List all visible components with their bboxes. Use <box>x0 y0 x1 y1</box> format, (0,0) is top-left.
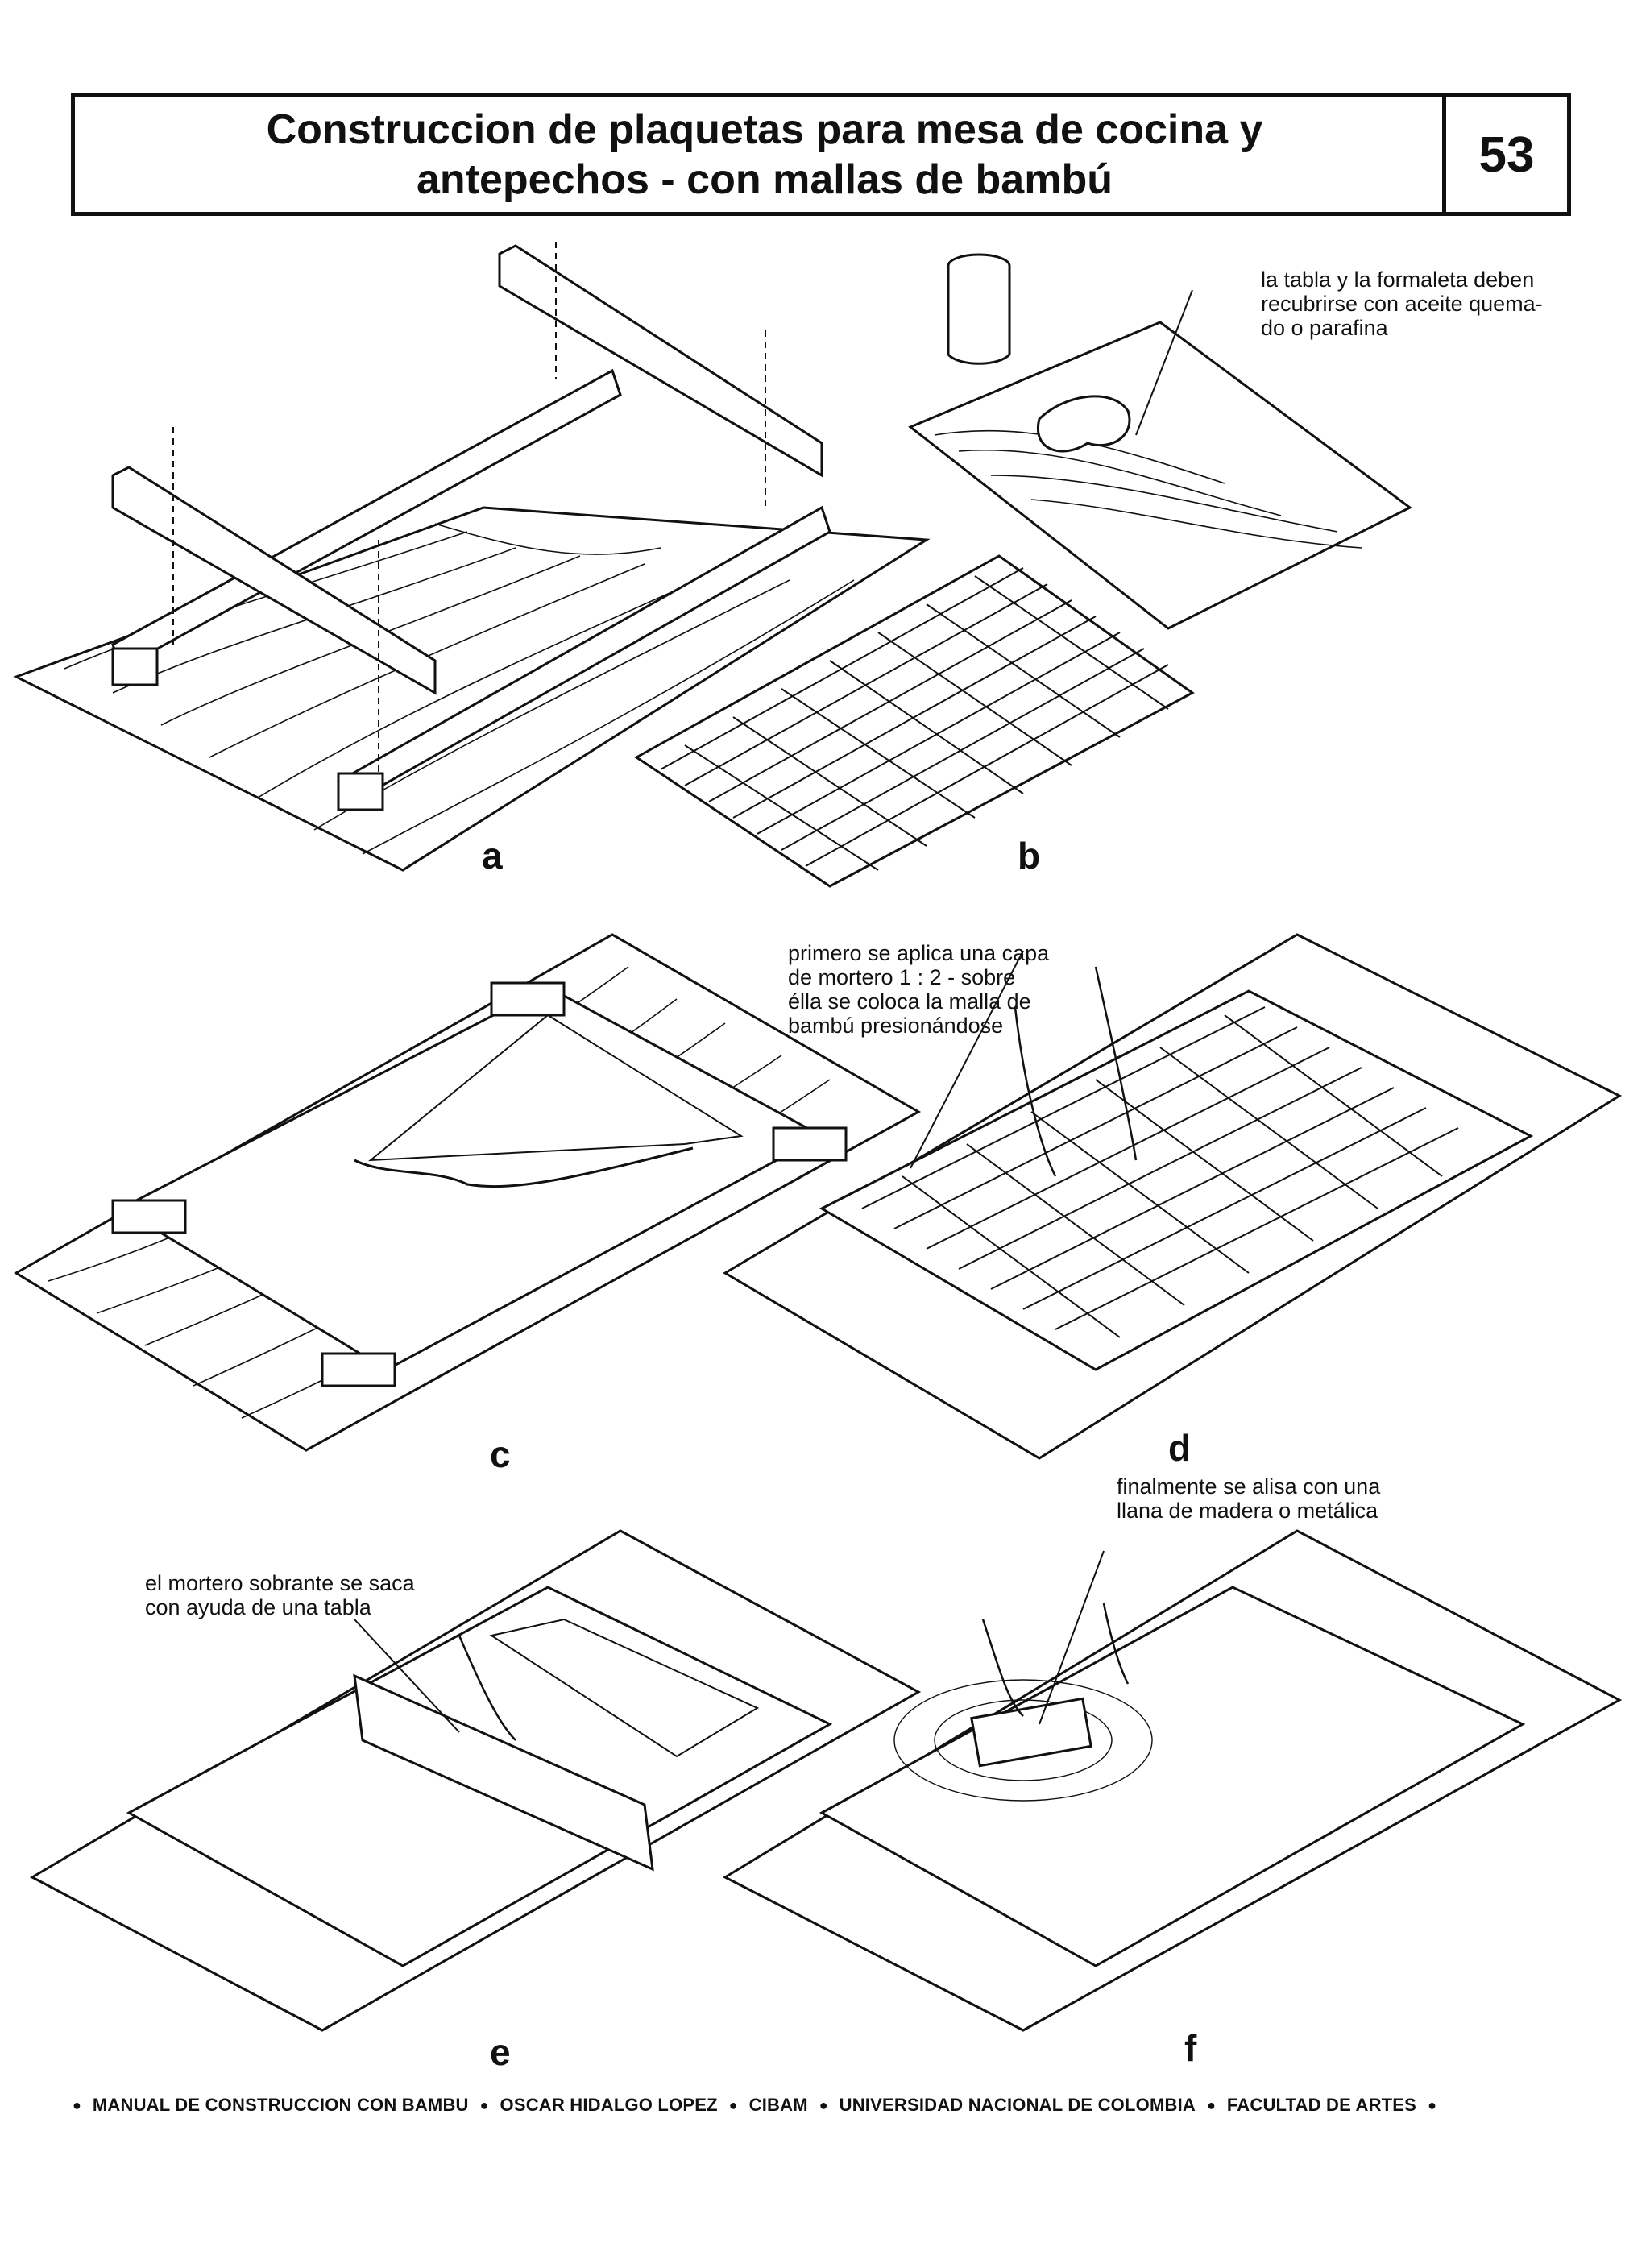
panel-b-label: b <box>1018 835 1041 877</box>
hand-wiping <box>1036 395 1131 453</box>
footer-item: UNIVERSIDAD NACIONAL DE COLOMBIA <box>839 2095 1196 2115</box>
footer-item: CIBAM <box>748 2095 808 2115</box>
dowel-lines <box>172 242 766 773</box>
panel-a-illustration <box>13 242 931 872</box>
pressing-hands <box>1014 966 1138 1177</box>
mat-weave <box>660 567 1169 871</box>
wood-grain <box>64 523 855 855</box>
bullet-icon: ● <box>73 2096 81 2113</box>
panel-e-note: el mortero sobrante se saca con ayuda de… <box>145 1571 415 1619</box>
panel-e-illustration <box>29 1529 922 2032</box>
crossbars <box>111 244 823 695</box>
oiled-board <box>908 321 1412 630</box>
panel-c-illustration <box>14 933 922 1452</box>
hand-smoothing <box>981 1603 1130 1717</box>
oil-can-icon <box>947 253 1011 365</box>
panel-d-note: primero se aplica una capa de mortero 1 … <box>788 941 1050 1038</box>
footer-item: MANUAL DE CONSTRUCCION CON BAMBU <box>92 2095 469 2115</box>
mortar-excess <box>489 1618 760 1758</box>
trowel-icon <box>970 1697 1092 1768</box>
panel-f-label: f <box>1184 2027 1197 2069</box>
panel-f-note: finalmente se alisa con una llana de mad… <box>1117 1474 1381 1523</box>
bullet-icon: ● <box>1206 2096 1216 2113</box>
frame-corner <box>321 1352 396 1387</box>
page-number: 53 <box>1442 97 1567 212</box>
panel-b-illustration <box>634 253 1412 888</box>
frame-corner <box>772 1126 848 1162</box>
page-header: Construccion de plaquetas para mesa de c… <box>71 93 1571 216</box>
note-b-leader <box>1135 289 1193 436</box>
footer-credits: ● MANUAL DE CONSTRUCCION CON BAMBU ● OSC… <box>73 2095 1579 2116</box>
page-title: Construccion de plaquetas para mesa de c… <box>75 97 1454 212</box>
panel-e-label: e <box>490 2031 511 2073</box>
panel-f-illustration <box>722 1529 1623 2032</box>
title-line-1: Construccion de plaquetas para mesa de c… <box>266 106 1263 153</box>
bullet-icon: ● <box>728 2096 738 2113</box>
frame-corner <box>111 1199 187 1234</box>
mortar-layer <box>368 1014 744 1162</box>
footer-item: FACULTAD DE ARTES <box>1226 2095 1417 2115</box>
mortar-edge <box>354 1146 694 1188</box>
panel-b-note: la tabla y la formaleta deben recubrirse… <box>1261 267 1543 340</box>
formwork-rails <box>111 368 831 811</box>
note-e-leader <box>354 1619 460 1733</box>
frame-corner <box>490 981 566 1017</box>
panel-d-illustration <box>723 933 1623 1460</box>
bullet-icon: ● <box>479 2096 489 2113</box>
hand-on-board <box>458 1635 516 1741</box>
pressed-mat <box>861 1006 1459 1338</box>
footer-item: OSCAR HIDALGO LOPEZ <box>500 2095 718 2115</box>
bamboo-mat <box>634 554 1195 888</box>
formwork-frame <box>819 1586 1526 1967</box>
panel-d-label: d <box>1168 1427 1192 1469</box>
screed-board <box>353 1673 654 1872</box>
bullet-icon: ● <box>1428 2096 1436 2113</box>
title-line-2: antepechos - con mallas de bambú <box>417 156 1113 203</box>
note-f-leader <box>1039 1550 1105 1725</box>
note-d-leader <box>910 950 1024 1169</box>
panel-c-label: c <box>490 1433 511 1475</box>
panel-a-label: a <box>482 835 503 877</box>
formwork-frame <box>819 989 1534 1371</box>
bullet-icon: ● <box>819 2096 828 2113</box>
